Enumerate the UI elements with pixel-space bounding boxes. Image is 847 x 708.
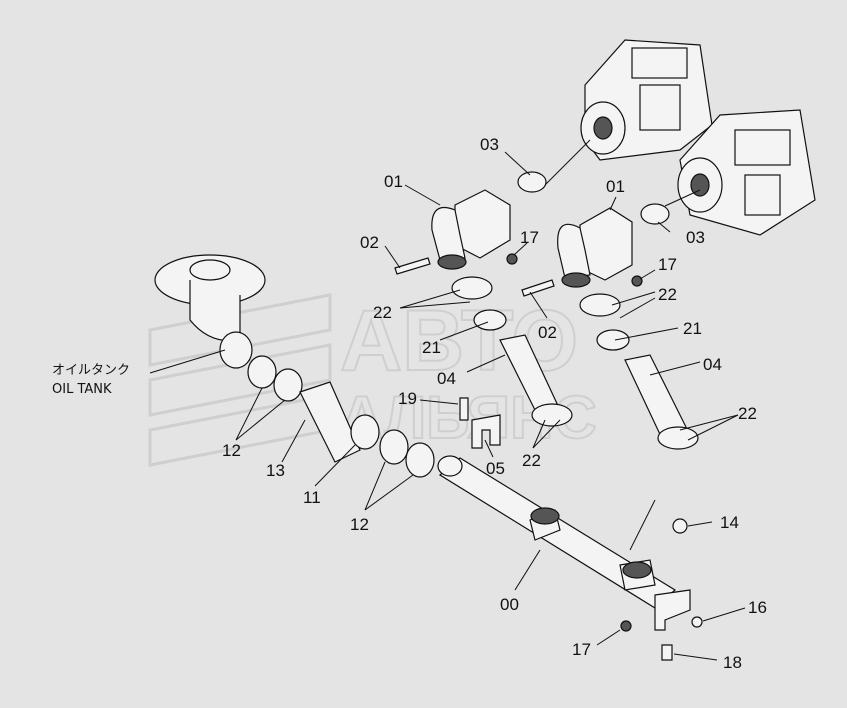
- bolt-18: [661, 644, 673, 661]
- bracket-05: [471, 414, 501, 449]
- clamp-22-d: [657, 426, 699, 450]
- part-label-22: 22: [373, 303, 392, 322]
- clamp-22-a: [451, 276, 493, 300]
- fitting-14: [672, 518, 688, 534]
- o-ring-03-a: [517, 171, 547, 193]
- oil-tank-flange: [154, 254, 266, 369]
- nut-17-c: [620, 620, 632, 632]
- part-label-03: 03: [686, 228, 705, 247]
- part-label-04: 04: [703, 355, 722, 374]
- hose-13: [299, 381, 361, 463]
- ring-11: [350, 414, 380, 450]
- part-label-12: 12: [350, 515, 369, 534]
- hydraulic-pump-upper: [580, 39, 713, 161]
- clamp-12-b: [273, 368, 303, 402]
- part-label-19: 19: [398, 389, 417, 408]
- clamp-22-b: [579, 293, 621, 317]
- part-label-04: 04: [437, 369, 456, 388]
- part-label-21: 21: [683, 319, 702, 338]
- part-label-13: 13: [266, 461, 285, 480]
- part-label-14: 14: [720, 513, 739, 532]
- part-label-01: 01: [384, 172, 403, 191]
- part-label-02: 02: [538, 323, 557, 342]
- part-label-12: 12: [222, 441, 241, 460]
- part-label-01: 01: [606, 177, 625, 196]
- part-label-17: 17: [572, 640, 591, 659]
- clamp-22-c: [531, 403, 573, 427]
- elbow-block-01-b: [557, 207, 633, 288]
- clamp-12-d: [405, 442, 435, 478]
- clamp-12-c: [379, 429, 409, 465]
- bolt-19: [459, 397, 469, 421]
- part-label-00: 00: [500, 595, 519, 614]
- elbow-block-01-a: [431, 189, 511, 270]
- leader-lines: [149, 139, 746, 661]
- part-label-16: 16: [748, 598, 767, 617]
- oil-tank-label-jp: オイルタンク: [52, 363, 130, 378]
- part-number-labels: 00 01 01 02 02 03 03 04 04 05 11 12 12 13 14 16 17 17 17 18…: [222, 135, 767, 672]
- part-label-02: 02: [360, 233, 379, 252]
- o-ring-03-b: [640, 203, 670, 225]
- clamp-12-a: [247, 355, 277, 389]
- nut-17-a: [506, 253, 518, 265]
- part-label-18: 18: [723, 653, 742, 672]
- band-21-b: [596, 329, 630, 351]
- part-label-22: 22: [658, 285, 677, 304]
- plug-16: [691, 616, 703, 628]
- hydraulic-pump-lower: [677, 109, 816, 236]
- part-label-17: 17: [520, 228, 539, 247]
- part-label-17: 17: [658, 255, 677, 274]
- part-label-11: 11: [303, 488, 321, 507]
- part-label-21: 21: [422, 338, 441, 357]
- bolt-02-a: [394, 257, 431, 275]
- part-label-22: 22: [522, 451, 541, 470]
- oil-tank-label-en: OIL TANK: [52, 382, 112, 397]
- part-label-03: 03: [480, 135, 499, 154]
- band-21-a: [473, 309, 507, 331]
- part-label-05: 05: [486, 459, 505, 478]
- nut-17-b: [631, 275, 643, 287]
- suction-pipe-00: [437, 455, 691, 631]
- part-label-22: 22: [738, 404, 757, 423]
